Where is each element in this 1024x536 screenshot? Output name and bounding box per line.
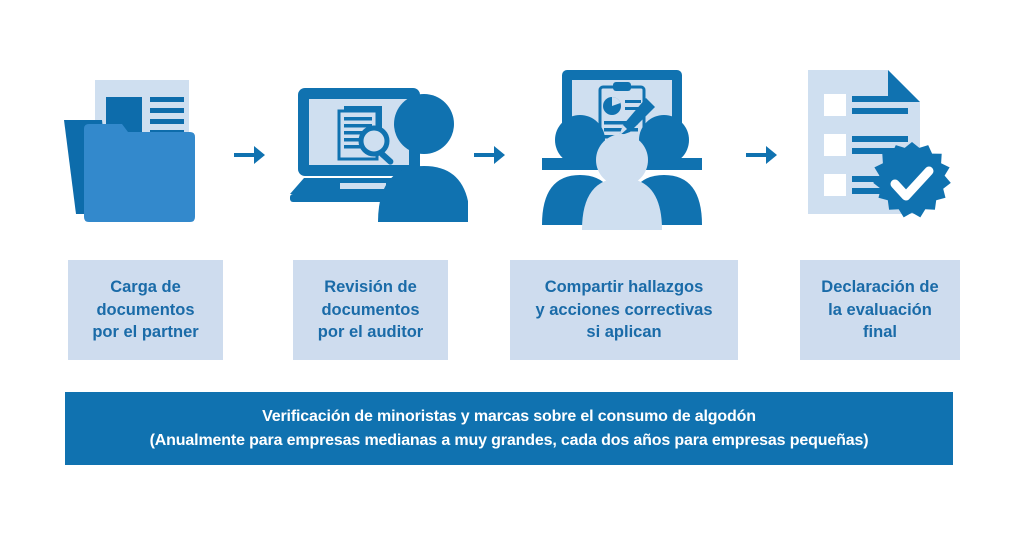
step-1-label-line-3: por el partner <box>92 323 199 342</box>
arrow-3-arrow-right-icon <box>744 140 780 170</box>
step-4-label-box: Declaración de la evaluación final <box>800 260 960 360</box>
summary-banner: Verificación de minoristas y marcas sobr… <box>65 392 953 465</box>
step-2-label-line-3: por el auditor <box>317 323 424 342</box>
step-4-label-line-3: final <box>863 323 897 342</box>
step-3-label-line-3: si aplican <box>586 323 662 342</box>
step-2-label-box: Revisión de documentos por el auditor <box>293 260 448 360</box>
process-steps-row <box>0 62 1024 242</box>
step-4-label-line-2: la evaluación <box>828 300 932 319</box>
banner-line-2: (Anualmente para empresas medianas a muy… <box>149 431 869 449</box>
step-3-icon-meeting-presentation-people-icon <box>524 62 720 232</box>
step-1-icon-documents-folder-upload-icon <box>62 62 212 232</box>
step-2-label-line-1: Revisión de <box>324 278 417 297</box>
arrow-1-arrow-right-icon <box>232 140 268 170</box>
step-1-label-line-2: documentos <box>96 300 195 319</box>
banner-line-1: Verificación de minoristas y marcas sobr… <box>262 408 756 426</box>
step-2-icon-laptop-document-review-auditor-icon <box>288 62 468 232</box>
step-4-label-line-1: Declaración de <box>821 278 939 297</box>
step-3-label-line-2: y acciones correctivas <box>535 300 713 319</box>
step-1-label-box: Carga de documentos por el partner <box>68 260 223 360</box>
step-2-label-line-2: documentos <box>321 300 420 319</box>
step-3-label-line-1: Compartir hallazgos <box>544 278 704 297</box>
step-1-label-line-1: Carga de <box>110 278 181 297</box>
arrow-2-arrow-right-icon <box>472 140 508 170</box>
step-4-icon-checklist-verified-badge-icon <box>796 62 962 232</box>
step-3-label-box: Compartir hallazgos y acciones correctiv… <box>510 260 738 360</box>
